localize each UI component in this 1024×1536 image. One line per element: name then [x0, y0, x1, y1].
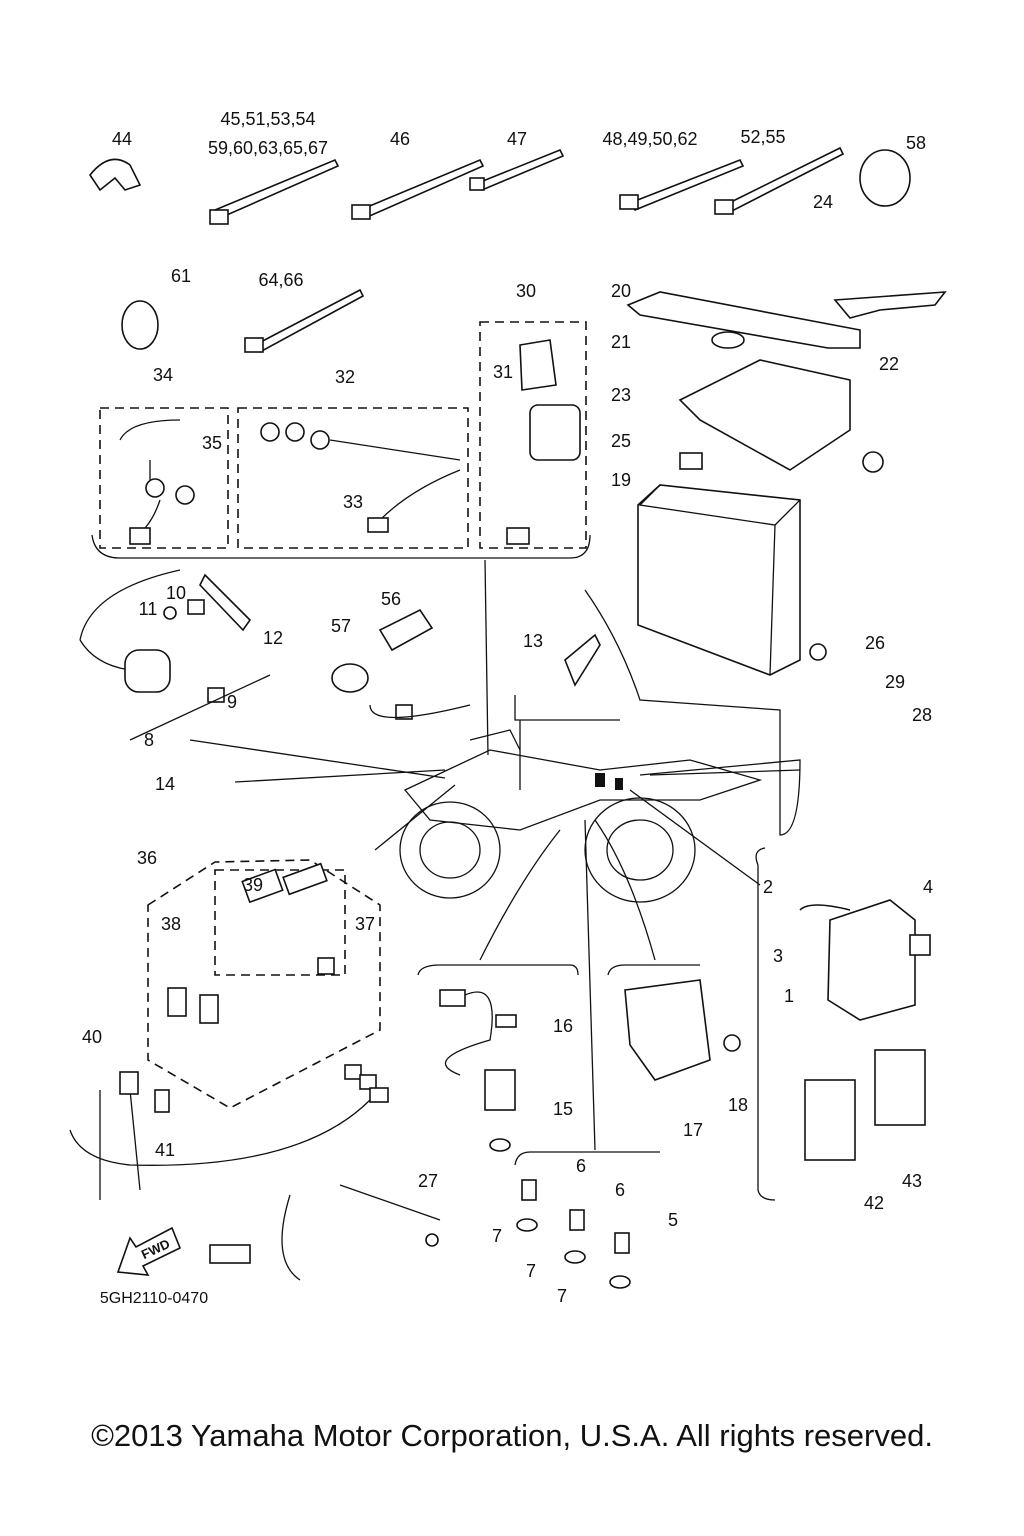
- callout: 47: [507, 129, 527, 149]
- callout: 35: [202, 433, 222, 453]
- callout: 39: [243, 875, 263, 895]
- callout: 25: [611, 431, 631, 451]
- callout: 61: [171, 266, 191, 286]
- callout: 8: [144, 730, 154, 750]
- callout: 59,60,63,65,67: [208, 138, 328, 158]
- callout: 10: [166, 583, 186, 603]
- ignition-parts: [79, 569, 620, 741]
- callout: 28: [912, 705, 932, 725]
- callout: 14: [155, 774, 175, 794]
- callout: 43: [902, 1171, 922, 1191]
- callout: 44: [112, 129, 132, 149]
- callout: 31: [493, 362, 513, 382]
- callout: 18: [728, 1095, 748, 1115]
- callout: 9: [227, 692, 237, 712]
- callout: 26: [865, 633, 885, 653]
- callout: 2: [763, 877, 773, 897]
- battery-parts: [626, 291, 947, 676]
- lower-parts: [69, 847, 931, 1289]
- callout: 17: [683, 1120, 703, 1140]
- location-leaders: [189, 559, 801, 1151]
- callout: 36: [137, 848, 157, 868]
- callout: 22: [879, 354, 899, 374]
- callout: 5: [668, 1210, 678, 1230]
- callout: 16: [553, 1016, 573, 1036]
- callout: 33: [343, 492, 363, 512]
- callout: 1: [784, 986, 794, 1006]
- callout: 64,66: [258, 270, 303, 290]
- diagram-code: 5GH2110-0470: [100, 1290, 208, 1307]
- callout: 34: [153, 365, 173, 385]
- callout: 52,55: [740, 127, 785, 147]
- callout: 30: [516, 281, 536, 301]
- callout: 29: [885, 672, 905, 692]
- callout: 42: [864, 1193, 884, 1213]
- forward-arrow: FWD: [116, 1226, 182, 1276]
- callout: 6: [576, 1156, 586, 1176]
- callout: 45,51,53,54: [220, 109, 315, 129]
- callout: 13: [523, 631, 543, 651]
- atv-outline: [399, 729, 763, 903]
- callout: 3: [773, 946, 783, 966]
- callout: 12: [263, 628, 283, 648]
- callout: 37: [355, 914, 375, 934]
- switch-parts: [119, 339, 581, 545]
- callout: 20: [611, 281, 631, 301]
- callout: 27: [418, 1171, 438, 1191]
- callout: 7: [492, 1226, 502, 1246]
- callout: 32: [335, 367, 355, 387]
- cable-ties: [89, 146, 911, 354]
- group-boxes: [91, 321, 591, 1109]
- callout: 15: [553, 1099, 573, 1119]
- callout: 4: [923, 877, 933, 897]
- copyright-notice: ©2013 Yamaha Motor Corporation, U.S.A. A…: [91, 1418, 933, 1453]
- callout: 19: [611, 470, 631, 490]
- callout: 41: [155, 1140, 175, 1160]
- callout: 7: [526, 1261, 536, 1281]
- callout: 56: [381, 589, 401, 609]
- callout: 11: [139, 599, 158, 619]
- callout: 48,49,50,62: [602, 129, 697, 149]
- callout-labels: 44 45,51,53,54 59,60,63,65,67 46 47 48,4…: [82, 109, 933, 1307]
- callout: 21: [611, 332, 631, 352]
- callout: 57: [331, 616, 351, 636]
- callout: 46: [390, 129, 410, 149]
- callout: 40: [82, 1027, 102, 1047]
- callout: 6: [615, 1180, 625, 1200]
- callout: 38: [161, 914, 181, 934]
- callout: 7: [557, 1286, 567, 1306]
- callout: 24: [813, 192, 833, 212]
- callout: 23: [611, 385, 631, 405]
- callout: 58: [906, 133, 926, 153]
